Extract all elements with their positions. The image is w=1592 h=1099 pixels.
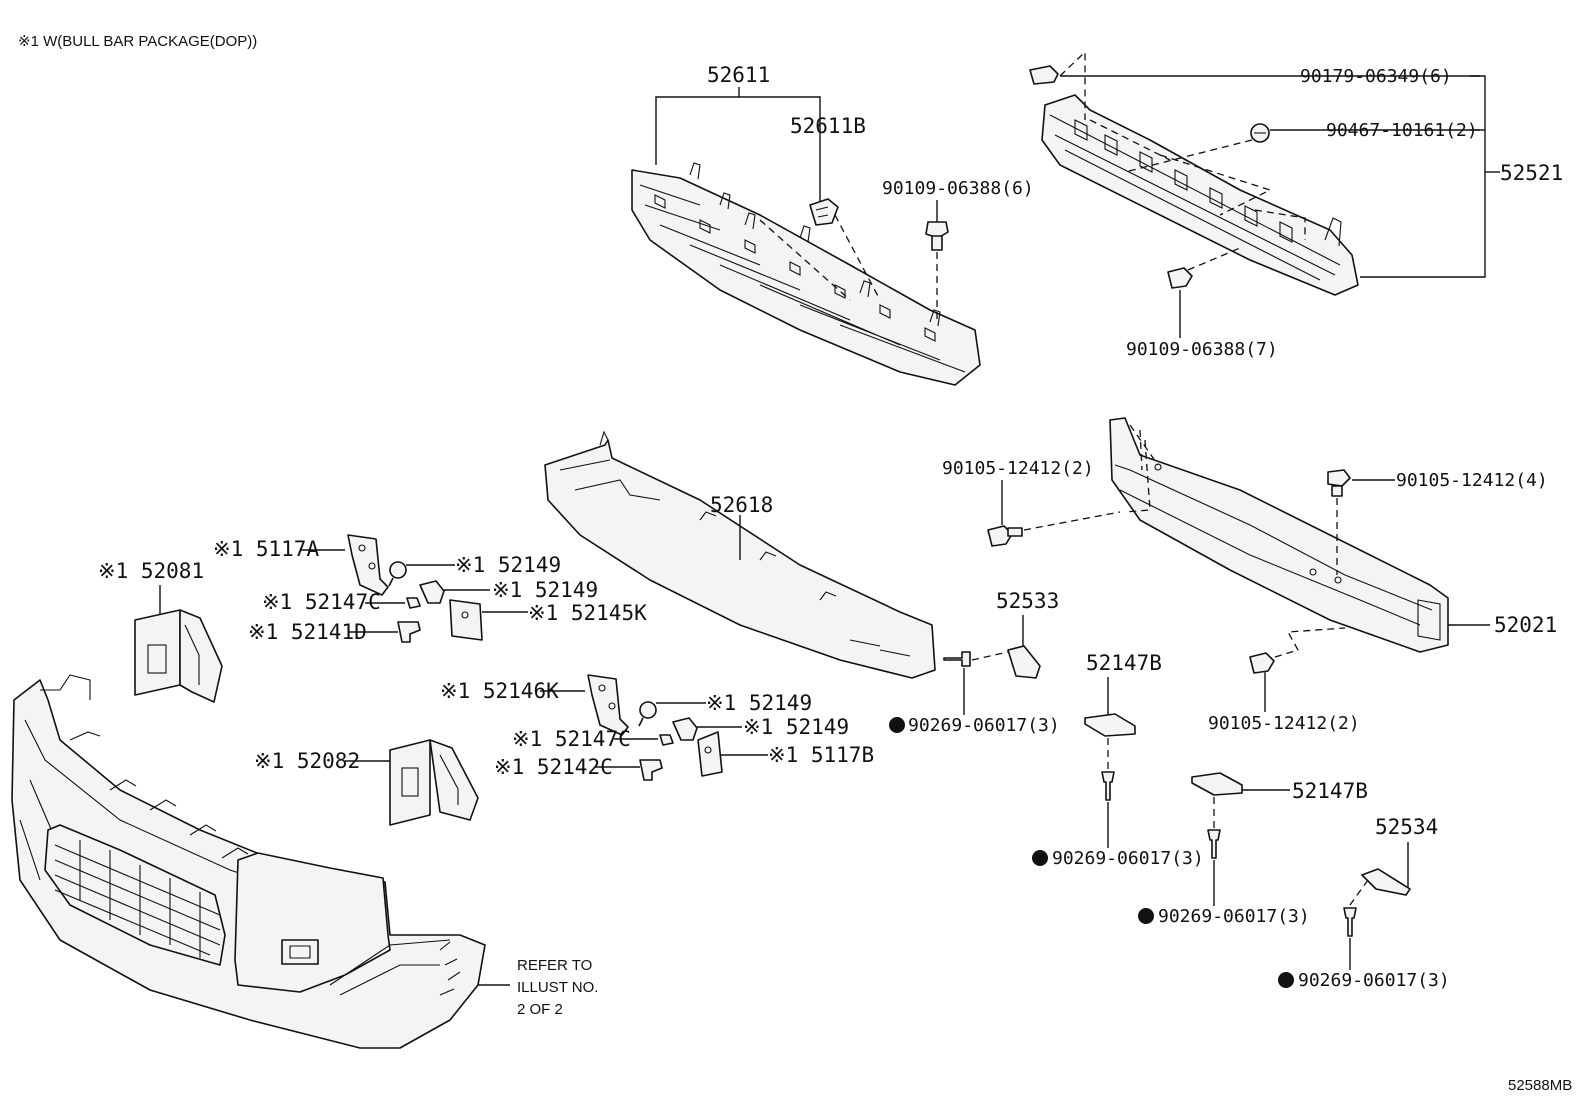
callout-90269-06017-d: 90269-06017(3) <box>1298 970 1450 991</box>
callout-90269-06017-b: 90269-06017(3) <box>1052 848 1204 869</box>
bracket-52145k-drawing <box>449 599 483 641</box>
pin-90269-06017-c-drawing <box>1207 829 1221 859</box>
refer-note-line1: REFER TO <box>517 957 592 974</box>
callout-90269-06017-c: 90269-06017(3) <box>1158 906 1310 927</box>
pin-90269-06017-d-drawing <box>1343 907 1357 937</box>
callout-52149-d: ※1 52149 <box>743 715 849 739</box>
callout-52534: 52534 <box>1375 815 1438 839</box>
callout-52081: ※1 52081 <box>98 559 204 583</box>
callout-52611: 52611 <box>707 63 770 87</box>
bolt-52149-b-drawing <box>419 580 445 604</box>
clip-52611b-drawing <box>809 198 839 226</box>
callout-90105-12412-2-bottom: 90105-12412(2) <box>1208 713 1360 734</box>
bracket-52146k-drawing <box>587 674 629 736</box>
pin-90269-06017-b-drawing <box>1101 771 1115 801</box>
callout-52149-c: ※1 52149 <box>706 691 812 715</box>
bumper-cover-drawing <box>11 674 486 1049</box>
callout-90109-06388-6: 90109-06388(6) <box>882 178 1034 199</box>
callout-52149-a: ※1 52149 <box>455 553 561 577</box>
reinforcement-52021-drawing <box>1109 417 1449 653</box>
callout-52146k: ※1 52146K <box>440 679 559 703</box>
reinforcement-52611-drawing <box>631 162 981 386</box>
bolt-90105-12412-2-top-drawing <box>987 525 1023 547</box>
clip-52147c-b-drawing <box>659 734 674 746</box>
callout-52149-b: ※1 52149 <box>492 578 598 602</box>
refer-note-line2: ILLUST NO. <box>517 979 598 996</box>
callout-52611b: 52611B <box>790 114 866 138</box>
callout-52521: 52521 <box>1500 161 1563 185</box>
callout-52618: 52618 <box>710 493 773 517</box>
bracket-5117b-drawing <box>697 731 723 777</box>
callout-52147b-b: 52147B <box>1292 779 1368 803</box>
callout-5117b: ※1 5117B <box>768 743 874 767</box>
clip-90179-06349-drawing <box>1029 65 1059 85</box>
callout-52141d: ※1 52141D <box>248 620 367 644</box>
bracket-5117a-drawing <box>347 534 389 596</box>
callout-90105-12412-2-top: 90105-12412(2) <box>942 458 1094 479</box>
callout-52021: 52021 <box>1494 613 1557 637</box>
bracket-52533-drawing <box>1007 645 1041 679</box>
callout-52147c-b: ※1 52147C <box>512 727 631 751</box>
clip-90467-10161-drawing <box>1250 123 1270 143</box>
bracket-52081-drawing <box>134 609 223 703</box>
callout-90109-06388-7: 90109-06388(7) <box>1126 339 1278 360</box>
bracket-52142c-drawing <box>639 759 663 781</box>
bracket-52147b-a-drawing <box>1084 713 1136 737</box>
bolt-52149-d-drawing <box>672 717 698 741</box>
callout-52145k: ※1 52145K <box>528 601 647 625</box>
diagram-id: 52588MB <box>1508 1077 1572 1094</box>
callout-5117a: ※1 5117A <box>213 537 319 561</box>
clip-52147c-a-drawing <box>406 597 421 609</box>
refer-note-line3: 2 OF 2 <box>517 1001 563 1018</box>
callout-52142c: ※1 52142C <box>494 755 613 779</box>
pin-90269-06017-a-drawing <box>943 651 971 667</box>
bull-bar-package-note: ※1 W(BULL BAR PACKAGE(DOP)) <box>18 33 257 50</box>
callout-52147b-a: 52147B <box>1086 651 1162 675</box>
bolt-90109-06388-7-drawing <box>1167 267 1193 289</box>
callout-90269-06017-a: 90269-06017(3) <box>908 715 1060 736</box>
callout-52082: ※1 52082 <box>254 749 360 773</box>
bracket-52534-drawing <box>1361 868 1411 896</box>
absorber-52521-drawing <box>1041 94 1359 296</box>
bolt-52149-c-drawing <box>638 701 657 727</box>
bolt-52149-a-drawing <box>388 561 407 587</box>
bolt-90109-06388-6-drawing <box>925 221 949 251</box>
bolt-90105-12412-2-bottom-drawing <box>1249 652 1275 674</box>
bracket-52082-drawing <box>389 739 479 826</box>
callout-90179-06349-6: 90179-06349(6) <box>1300 66 1452 87</box>
callout-52533: 52533 <box>996 589 1059 613</box>
callout-90105-12412-4: 90105-12412(4) <box>1396 470 1548 491</box>
bolt-90105-12412-4-drawing <box>1327 469 1351 497</box>
callout-90467-10161-2: 90467-10161(2) <box>1326 120 1478 141</box>
bracket-52147b-b-drawing <box>1191 772 1243 796</box>
callout-52147c-a: ※1 52147C <box>262 590 381 614</box>
bracket-52141d-drawing <box>397 621 421 643</box>
